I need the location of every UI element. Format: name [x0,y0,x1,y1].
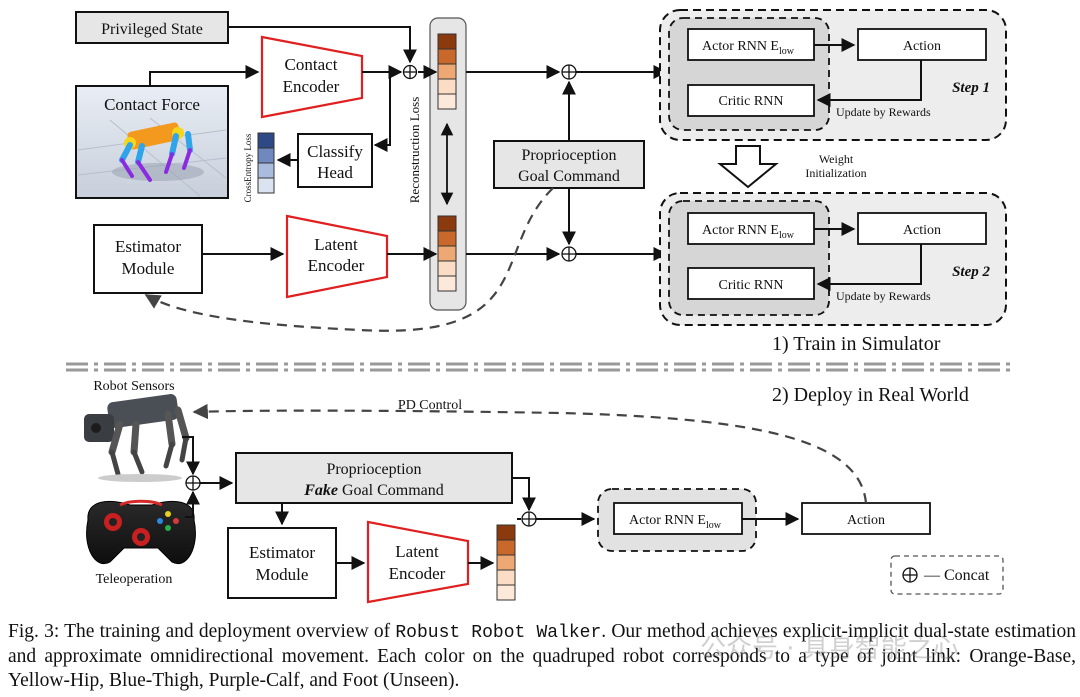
gamepad-picture [86,499,196,565]
crossentropy-loss-label: CrossEntropy Loss [243,133,253,202]
proprio-goal-box: Proprioception Goal Command [493,140,645,189]
watermark: 公众号 · 具身智能之心 [700,634,959,664]
latent-encoder: Latent Encoder [285,214,389,299]
deploy-latent-encoder: Latent Encoder [366,520,470,604]
pd-control-label: PD Control [398,398,462,413]
concat-legend-label: — Concat [923,567,990,584]
step1-label: Step 1 [952,80,990,96]
reconstruction-loss-label: Reconstruction Loss [407,97,422,204]
contact-encoder-line1: Contact [285,55,338,74]
real-robot-picture [84,394,190,482]
training-arrows [149,26,668,261]
deploy-action-box: Action [801,502,931,535]
step2-update-label: Update by Rewards [836,289,931,303]
dashed-pd-control [192,403,868,504]
caption-method: Robust Robot Walker [395,623,602,643]
deploy-latent-line1: Latent [395,542,439,561]
latent-vector-top [437,33,457,110]
section-deploy-label: 2) Deploy in Real World [772,384,969,406]
caption-prefix: Fig. 3: The training and deployment over… [8,621,396,642]
proprio-line: Proprioception [521,147,616,164]
estimator-module-box: Estimator Module [93,224,203,294]
classify-head-box: Classify Head [297,133,373,188]
step1-critic-label: Critic RNN [719,94,784,109]
goal-command-line: Goal Command [518,168,620,185]
classify-head-line2: Head [317,163,353,182]
deploy-estimator-line2: Module [256,565,309,584]
concat-symbol-input [185,475,201,491]
deploy-actor-label: Actor RNN Elow [629,513,722,531]
section-train-label: 1) Train in Simulator [772,333,941,355]
teleoperation-label: Teleoperation [96,572,173,587]
estimator-line1: Estimator [115,237,181,256]
estimator-line2: Module [122,259,175,278]
contact-force-panel: Contact Force [75,85,229,199]
sim-robot-picture [77,117,227,197]
step1-panel: Actor RNN Elow Critic RNN Action Update … [659,9,1007,141]
privileged-state-box: Privileged State [75,11,229,44]
deploy-latent-line2: Encoder [389,564,446,583]
deploy-goal-line: Fake Goal Command [303,482,444,499]
deploy-latent-vector [496,524,516,601]
section-divider [66,362,1010,372]
weight-init-line2: Initialization [805,166,866,180]
weight-init-arrow: Weight Initialization [717,145,867,189]
step2-actor-label: Actor RNN Elow [702,223,795,241]
classify-head-line1: Classify [307,142,363,161]
training-deployment-diagram: Privileged State Contact Force Contact [66,9,1010,604]
robot-sensors-label: Robot Sensors [93,379,174,394]
latent-encoder-line1: Latent [314,235,358,254]
step2-panel: Actor RNN Elow Critic RNN Action Update … [659,192,1007,326]
figure-caption: Fig. 3: The training and deployment over… [8,620,1076,693]
deploy-estimator-line1: Estimator [249,543,315,562]
step1-action-label: Action [903,39,941,54]
concat-symbol-step1 [561,64,577,80]
contact-encoder-line2: Encoder [283,77,340,96]
caption-suffix: . Our method achieves explicit-implicit … [8,621,1077,691]
weight-init-line1: Weight [819,152,854,166]
step2-critic-label: Critic RNN [719,278,784,293]
reconstruction-panel [429,17,467,311]
contact-encoder: Contact Encoder [260,35,364,119]
classify-output-vector [257,132,275,194]
concat-symbol-privileged [402,64,418,80]
latent-encoder-line2: Encoder [308,256,365,275]
step1-update-label: Update by Rewards [836,105,931,119]
concat-symbol-actor [521,511,537,527]
contact-force-label: Contact Force [104,95,200,114]
deploy-proprio-box: Proprioception Fake Goal Command [235,452,513,504]
concat-symbol-step2 [561,246,577,262]
concat-legend: — Concat [890,555,1004,595]
latent-vector-bottom [437,215,457,292]
step2-action-label: Action [903,223,941,238]
deploy-estimator-box: Estimator Module [227,527,337,599]
privileged-state-label: Privileged State [101,21,203,38]
deploy-action-label: Action [847,513,885,528]
deploy-arrows [182,436,800,570]
deploy-actor-panel: Actor RNN Elow [597,488,757,552]
deploy-proprio-line: Proprioception [326,461,421,478]
dashed-feedback-estimator [144,187,554,332]
step2-label: Step 2 [952,264,990,280]
step1-actor-label: Actor RNN Elow [702,39,795,57]
